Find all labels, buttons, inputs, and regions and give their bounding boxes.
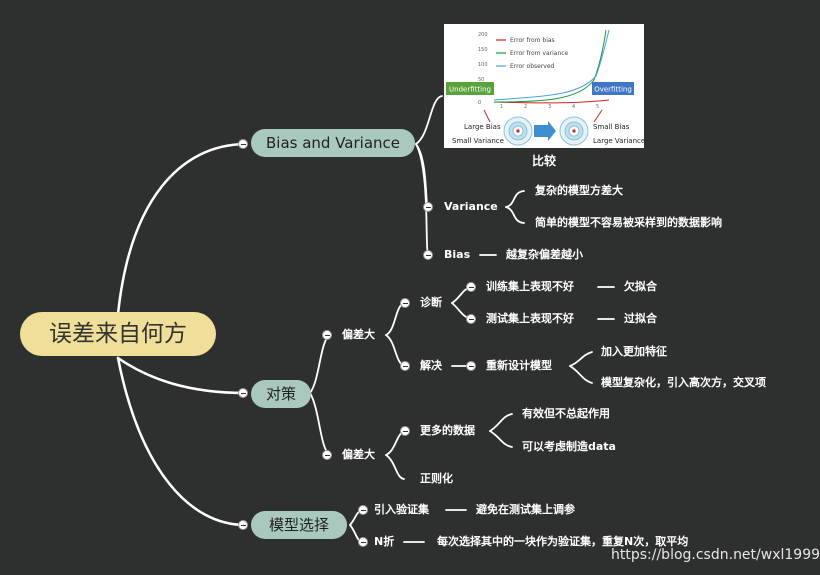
node-n-fold[interactable]: N折: [374, 535, 395, 548]
collapse-toggle-test[interactable]: [466, 314, 476, 324]
connector-variance-item1: [505, 190, 525, 208]
leaf-bias-item: 越复杂偏差越小: [506, 248, 583, 261]
legend-error-from-bias: Error from bias: [510, 37, 555, 44]
fig-tick-y-50: 50: [478, 77, 484, 83]
curve-error-from-variance: [493, 29, 607, 103]
legend-error-observed: Error observed: [510, 63, 555, 70]
leaf-avoid-test-tuning: 避免在测试集上调参: [476, 503, 575, 516]
figure-caption: 比较: [532, 154, 557, 168]
pointer-left: [483, 109, 491, 123]
curve-error-observed: [493, 29, 610, 101]
label-small-variance: Small Variance: [452, 137, 504, 145]
leaf-complexify-model: 模型复杂化，引入高次方，交叉项: [601, 376, 766, 389]
collapse-toggle-bias-big[interactable]: [322, 330, 332, 340]
fig-tick-x-4: 4: [572, 104, 575, 110]
connector-more-data-item2: [489, 430, 513, 448]
label-large-variance: Large Variance: [593, 137, 645, 145]
collapse-toggle-model-selection[interactable]: [238, 520, 248, 530]
fig-tick-y-150: 150: [478, 47, 488, 53]
branch-strategy[interactable]: 对策: [251, 380, 311, 408]
node-train-poor[interactable]: 训练集上表现不好: [486, 280, 574, 293]
connector-variance-item2: [505, 206, 525, 224]
leaf-add-features: 加入更加特征: [601, 345, 667, 358]
target-large-bias: [503, 116, 533, 146]
collapse-toggle-bias-variance[interactable]: [238, 139, 248, 149]
root-node[interactable]: 误差来自何方: [20, 312, 216, 356]
underfitting-label: Underfitting: [449, 86, 491, 94]
fig-tick-x-2: 2: [524, 104, 527, 110]
fig-tick-x-3: 3: [548, 104, 551, 110]
connector-figure: [415, 95, 443, 145]
connector-regularization: [385, 454, 405, 480]
leaf-variance-item-1: 复杂的模型方差大: [535, 184, 623, 197]
leaf-n-fold-desc: 每次选择其中的一块作为验证集，重复N次，取平均: [437, 535, 689, 548]
connector-redesign-item2: [569, 365, 593, 384]
fig-tick-y-100: 100: [478, 62, 488, 68]
arrow-right-icon: [534, 121, 556, 141]
collapse-toggle-diagnose[interactable]: [400, 298, 410, 308]
node-variance-big[interactable]: 偏差大: [342, 448, 375, 461]
leaf-make-data: 可以考虑制造data: [522, 440, 616, 453]
label-large-bias: Large Bias: [464, 123, 501, 131]
branch-model-selection[interactable]: 模型选择: [251, 511, 347, 539]
collapse-toggle-more-data[interactable]: [400, 426, 410, 436]
label-small-bias: Small Bias: [593, 123, 630, 131]
node-variance[interactable]: Variance: [444, 200, 498, 213]
connector-more-data-item1: [489, 413, 513, 432]
fig-tick-x-1: 1: [500, 104, 503, 110]
collapse-toggle-solve[interactable]: [400, 361, 410, 371]
fig-tick-x-5: 5: [596, 104, 599, 110]
node-redesign-model[interactable]: 重新设计模型: [486, 359, 552, 372]
legend-error-from-variance: Error from variance: [510, 50, 569, 57]
connector-bias: [415, 143, 429, 256]
node-more-data[interactable]: 更多的数据: [420, 424, 475, 437]
collapse-toggle-nfold[interactable]: [358, 537, 368, 547]
bias-variance-chart: 200 150 100 50 0 1 2 3 4 5 Error from bi…: [446, 29, 645, 146]
leaf-effective-not-always: 有效但不总起作用: [522, 407, 610, 420]
branch-bias-and-variance[interactable]: Bias and Variance: [251, 129, 415, 157]
target-large-variance: [559, 116, 589, 146]
collapse-toggle-train[interactable]: [466, 282, 476, 292]
underfitting-badge: [446, 82, 494, 95]
collapse-toggle-bias[interactable]: [423, 250, 433, 260]
connector-variance-big: [309, 392, 331, 456]
connector-redesign-item1: [569, 351, 593, 367]
node-test-poor[interactable]: 测试集上表现不好: [486, 312, 574, 325]
node-diagnose[interactable]: 诊断: [420, 296, 442, 309]
connector-bias-big: [309, 334, 331, 394]
fig-tick-y-0: 0: [478, 100, 481, 106]
node-validation-set[interactable]: 引入验证集: [374, 503, 429, 516]
connector-root-strategy: [116, 356, 247, 395]
connector-diagnose: [385, 302, 405, 336]
collapse-toggle-variance[interactable]: [423, 202, 433, 212]
node-solve[interactable]: 解决: [420, 359, 442, 372]
pointer-right: [593, 109, 603, 123]
overfitting-badge: [592, 82, 634, 95]
fig-tick-y-200: 200: [478, 32, 488, 38]
collapse-toggle-redesign[interactable]: [466, 361, 476, 371]
leaf-overfitting: 过拟合: [624, 312, 657, 325]
node-regularization[interactable]: 正则化: [420, 472, 453, 485]
collapse-toggle-strategy[interactable]: [238, 388, 248, 398]
bias-variance-figure: 200 150 100 50 0 1 2 3 4 5 Error from bi…: [444, 24, 645, 148]
overfitting-label: Overfitting: [594, 86, 632, 94]
collapse-toggle-variance-big[interactable]: [322, 450, 332, 460]
node-bias[interactable]: Bias: [444, 248, 471, 261]
leaf-underfitting: 欠拟合: [624, 280, 657, 293]
connector-root-bias-variance: [116, 142, 247, 316]
collapse-toggle-validation[interactable]: [358, 505, 368, 515]
watermark: https://blog.csdn.net/wxl1999: [611, 547, 820, 563]
node-bias-big[interactable]: 偏差大: [342, 328, 375, 341]
leaf-variance-item-2: 简单的模型不容易被采样到的数据影响: [535, 216, 722, 229]
connector-root-model-selection: [116, 356, 247, 527]
